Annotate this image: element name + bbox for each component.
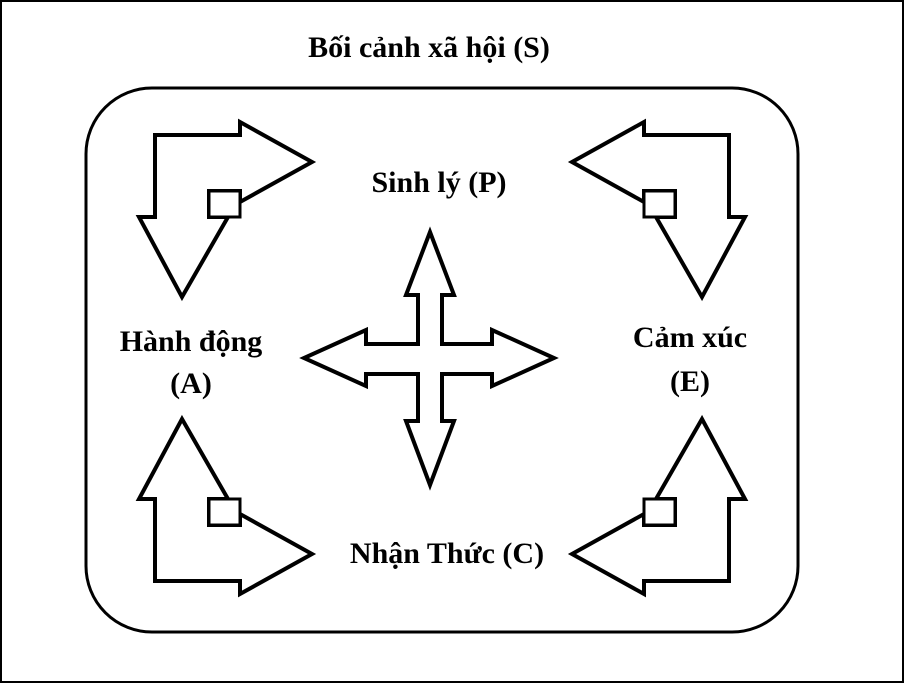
diagram-title: Bối cảnh xã hội (S): [308, 31, 550, 64]
node-cognition: Nhận Thức (C): [350, 537, 544, 570]
node-action-line2: (A): [170, 367, 212, 400]
bent-arrow-notch: [207, 497, 242, 527]
bent-arrow-notch: [642, 189, 677, 219]
node-physiology: Sinh lý (P): [371, 166, 506, 199]
social-context-box: [84, 86, 800, 634]
bent-arrow-notch: [642, 497, 677, 527]
node-emotion-line2: (E): [670, 365, 710, 398]
bent-arrow-notch: [207, 189, 242, 219]
node-emotion-line1: Cảm xúc: [633, 321, 747, 354]
node-action-line1: Hành động: [120, 325, 263, 358]
four-way-arrow: [299, 226, 559, 491]
